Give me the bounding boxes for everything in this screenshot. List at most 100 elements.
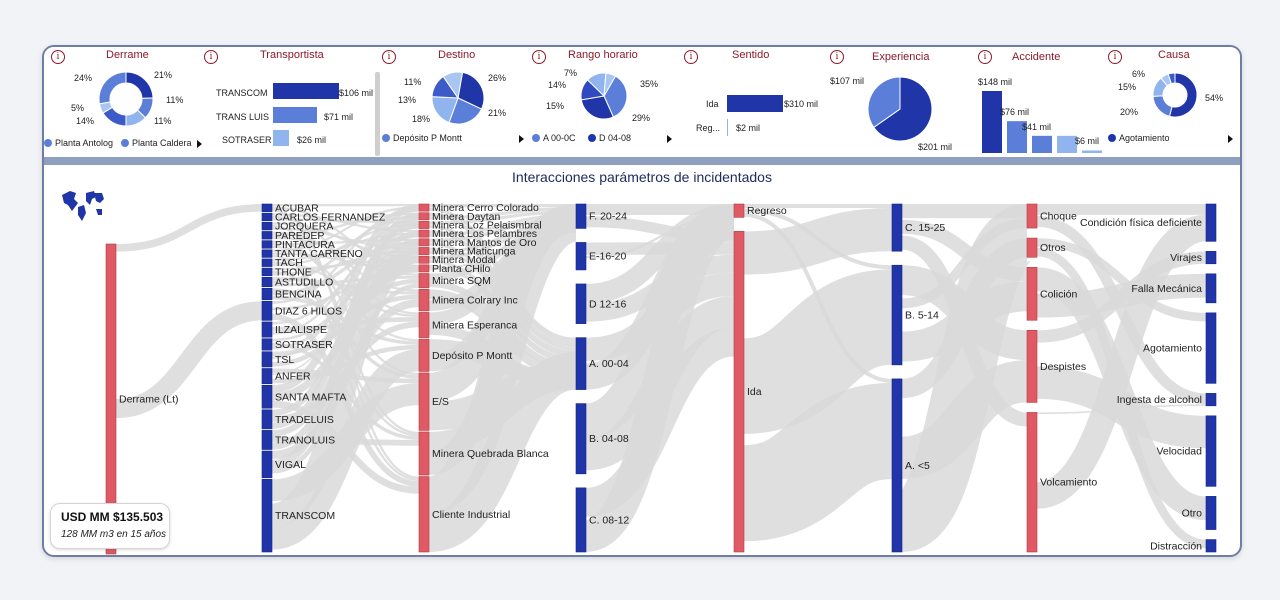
sankey-node[interactable] bbox=[1026, 412, 1038, 553]
accidente-bar[interactable] bbox=[1007, 121, 1027, 153]
sankey-node[interactable] bbox=[418, 273, 430, 289]
causa-filter[interactable]: i Causa 54% 20% 15% 6% Agotamiento bbox=[1108, 47, 1238, 157]
transportista-bar[interactable] bbox=[273, 107, 318, 123]
sankey-flow[interactable] bbox=[425, 203, 580, 515]
accidente-bar[interactable] bbox=[982, 91, 1002, 153]
info-icon[interactable]: i bbox=[830, 50, 844, 64]
sankey-node[interactable] bbox=[261, 203, 273, 212]
info-icon[interactable]: i bbox=[204, 50, 218, 64]
sankey-node[interactable] bbox=[575, 203, 587, 229]
sankey-flow[interactable] bbox=[426, 351, 579, 553]
accidente-bar[interactable] bbox=[1082, 150, 1102, 153]
sankey-node[interactable] bbox=[105, 243, 117, 555]
accidente-bars[interactable] bbox=[978, 47, 1104, 157]
sankey-flow[interactable] bbox=[270, 238, 421, 528]
sankey-node[interactable] bbox=[418, 431, 430, 476]
sankey-node[interactable] bbox=[418, 212, 430, 221]
sankey-flow[interactable] bbox=[741, 269, 895, 434]
transportista-filter[interactable]: i Transportista TRANSCOM TRANS LUIS SOTR… bbox=[204, 47, 376, 157]
next-arrow-icon[interactable] bbox=[519, 135, 524, 143]
legend-item[interactable]: Planta Caldera bbox=[121, 138, 192, 148]
sankey-flow[interactable] bbox=[271, 206, 420, 253]
sankey-node[interactable] bbox=[261, 212, 273, 222]
pie-slice[interactable] bbox=[580, 95, 615, 120]
info-icon[interactable]: i bbox=[978, 50, 992, 64]
causa-donut[interactable] bbox=[1150, 70, 1200, 120]
sankey-flow[interactable] bbox=[893, 203, 1036, 553]
pie-slice[interactable] bbox=[457, 71, 485, 110]
sankey-node[interactable] bbox=[891, 264, 903, 366]
sankey-node[interactable] bbox=[418, 229, 430, 238]
info-icon[interactable]: i bbox=[51, 50, 65, 64]
sankey-node[interactable] bbox=[418, 238, 430, 247]
sankey-node[interactable] bbox=[575, 242, 587, 271]
pie-slice[interactable] bbox=[603, 72, 617, 97]
sankey-node[interactable] bbox=[261, 267, 273, 277]
sankey-node[interactable] bbox=[261, 222, 273, 231]
pie-slice[interactable] bbox=[98, 71, 127, 105]
legend-item[interactable]: Planta Antolog bbox=[44, 138, 113, 148]
pie-slice[interactable] bbox=[1168, 72, 1198, 118]
sankey-flow[interactable] bbox=[1036, 238, 1207, 322]
sankey-node[interactable] bbox=[733, 231, 745, 553]
scrollbar[interactable] bbox=[375, 72, 380, 156]
pie-slice[interactable] bbox=[1167, 72, 1176, 85]
sankey-node[interactable] bbox=[418, 476, 430, 553]
sankey-flow[interactable] bbox=[1036, 216, 1207, 405]
pie-slice[interactable] bbox=[867, 76, 901, 129]
next-arrow-icon[interactable] bbox=[667, 135, 672, 143]
transportista-bar[interactable] bbox=[273, 83, 339, 99]
sankey-flow[interactable] bbox=[743, 208, 893, 275]
legend-item[interactable]: A 00-0C bbox=[532, 133, 576, 143]
accidente-bar[interactable] bbox=[1057, 135, 1077, 153]
sankey-node[interactable] bbox=[261, 338, 273, 351]
sankey-node[interactable] bbox=[1026, 329, 1038, 403]
sankey-node[interactable] bbox=[418, 372, 430, 431]
derrame-filter[interactable]: i Derrame 21% 11% 11% 14% 5% 24% Planta … bbox=[44, 47, 204, 157]
sankey-flow[interactable] bbox=[115, 301, 263, 419]
sankey-node[interactable] bbox=[418, 203, 430, 212]
info-icon[interactable]: i bbox=[382, 50, 396, 64]
sankey-node[interactable] bbox=[575, 487, 587, 553]
destino-filter[interactable]: i Destino 26% 21% 18% 13% 11% Depósito P… bbox=[380, 47, 530, 157]
sankey-node[interactable] bbox=[261, 321, 273, 338]
sankey-node[interactable] bbox=[261, 409, 273, 430]
sankey-node[interactable] bbox=[1205, 539, 1217, 553]
sankey-node[interactable] bbox=[1205, 415, 1217, 487]
sankey-flow[interactable] bbox=[270, 349, 421, 550]
legend-item[interactable]: Depósito P Montt bbox=[382, 133, 462, 143]
accidente-filter[interactable]: i Accidente $148 mil $76 mil $41 mil $6 … bbox=[978, 47, 1104, 157]
sankey-node[interactable] bbox=[261, 351, 273, 368]
sankey-node[interactable] bbox=[261, 231, 273, 240]
destino-pie[interactable] bbox=[430, 70, 486, 126]
experiencia-filter[interactable]: i Experiencia $107 mil $201 mil bbox=[830, 47, 976, 157]
sankey-node[interactable] bbox=[261, 450, 273, 479]
experiencia-pie[interactable] bbox=[866, 75, 934, 143]
accidente-bar[interactable] bbox=[1032, 135, 1052, 153]
sankey-node[interactable] bbox=[418, 255, 430, 264]
sankey-node[interactable] bbox=[418, 312, 430, 338]
sankey-node[interactable] bbox=[261, 249, 273, 258]
sankey-node[interactable] bbox=[261, 287, 273, 301]
sankey-node[interactable] bbox=[261, 300, 273, 321]
legend-item[interactable]: D 04-08 bbox=[588, 133, 631, 143]
sankey-node[interactable] bbox=[418, 221, 430, 229]
sankey-flow[interactable] bbox=[271, 203, 420, 393]
sankey-node[interactable] bbox=[1205, 393, 1217, 407]
sankey-node[interactable] bbox=[261, 258, 273, 267]
derrame-donut[interactable] bbox=[96, 69, 156, 129]
sankey-node[interactable] bbox=[261, 276, 273, 288]
rango-horario-pie[interactable] bbox=[579, 71, 629, 121]
sentido-bar[interactable] bbox=[727, 95, 783, 112]
sankey-node[interactable] bbox=[891, 378, 903, 553]
sankey-node[interactable] bbox=[575, 403, 587, 475]
sankey-node[interactable] bbox=[418, 247, 430, 255]
sankey-node[interactable] bbox=[418, 264, 430, 273]
info-icon[interactable]: i bbox=[532, 50, 546, 64]
sankey-node[interactable] bbox=[1205, 273, 1217, 304]
sankey-flow[interactable] bbox=[741, 382, 895, 542]
legend-item[interactable]: Agotamiento bbox=[1108, 133, 1170, 143]
sankey-node[interactable] bbox=[261, 384, 273, 409]
sankey-node[interactable] bbox=[1026, 267, 1038, 321]
